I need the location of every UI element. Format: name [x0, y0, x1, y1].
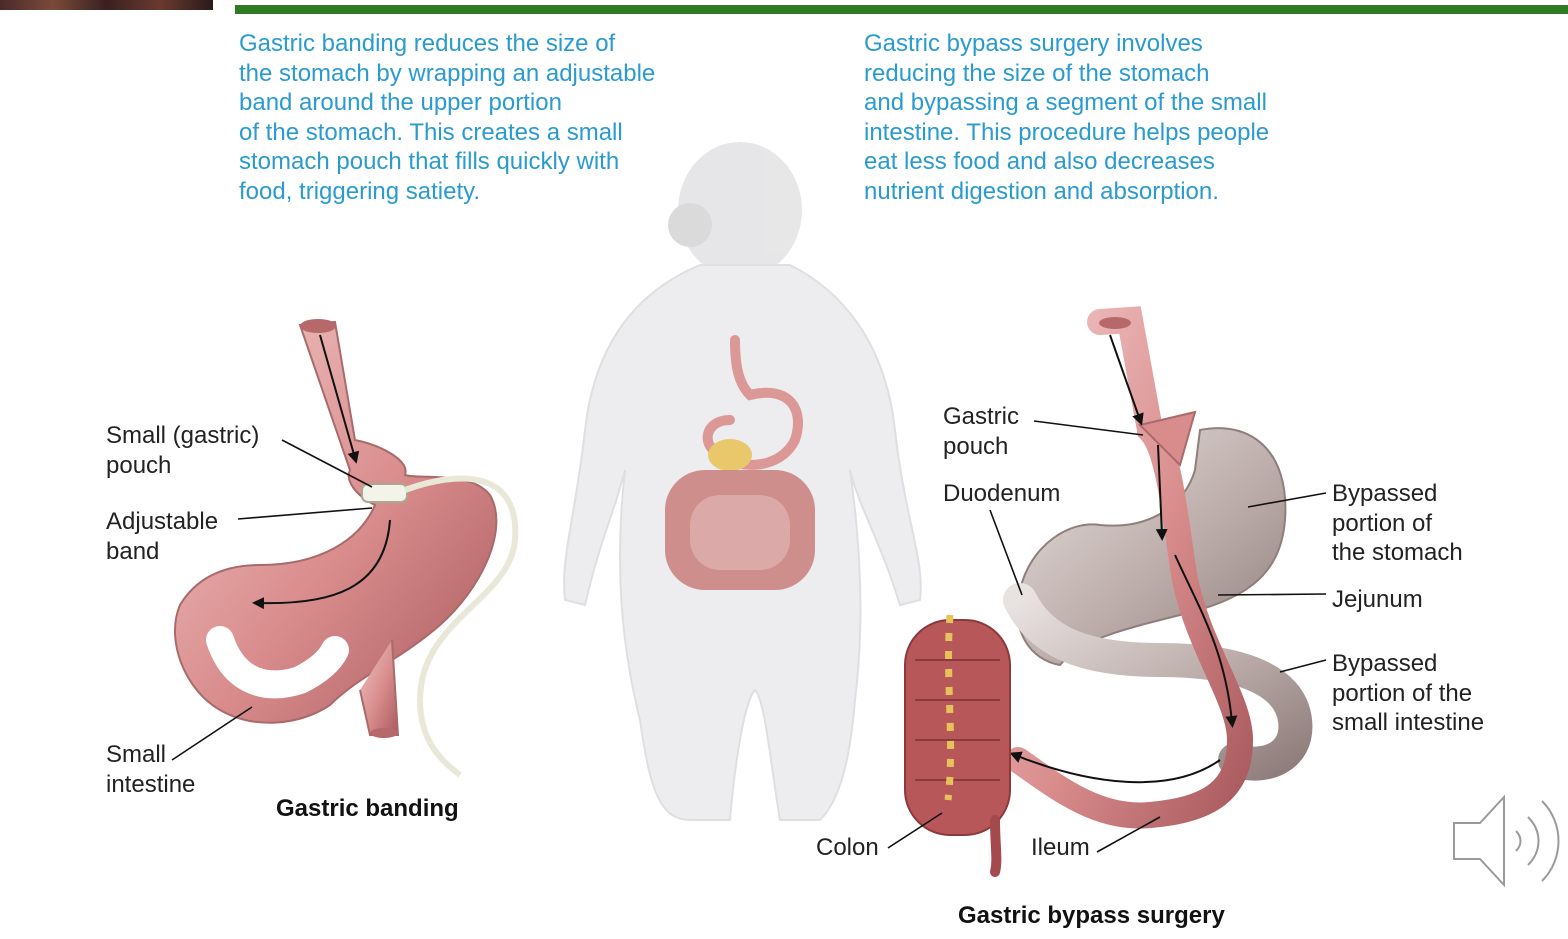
label-bypassed-small-intestine: Bypassed portion of the small intestine [1332, 650, 1485, 736]
label-small-gastric-pouch: Small (gastric) pouch [106, 422, 260, 479]
banding-stomach [174, 319, 519, 778]
leader-lines [171, 420, 1327, 853]
label-ileum: Ileum [1031, 834, 1090, 861]
bypass-title: Gastric bypass surgery [958, 902, 1225, 929]
label-colon: Colon [816, 834, 879, 861]
label-jejunum: Jejunum [1332, 586, 1423, 613]
header-rule [235, 5, 1568, 14]
corner-photo-thumbnail [0, 0, 213, 10]
speaker-icon[interactable] [1452, 793, 1568, 894]
bypass-stomach [1003, 306, 1313, 829]
label-bypassed-stomach: Bypassed portion of the stomach [1332, 480, 1463, 566]
bypass-caption: Gastric bypass surgery involves reducing… [864, 30, 1270, 205]
label-adjustable-band: Adjustable band [106, 508, 219, 565]
colon [904, 614, 1011, 877]
banding-title: Gastric banding [276, 795, 459, 822]
label-gastric-pouch: Gastric pouch [943, 403, 1020, 460]
label-small-intestine: Small intestine [106, 741, 196, 798]
banding-caption: Gastric banding reduces the size of the … [239, 30, 656, 205]
human-figure [563, 142, 922, 821]
label-duodenum: Duodenum [943, 480, 1061, 507]
